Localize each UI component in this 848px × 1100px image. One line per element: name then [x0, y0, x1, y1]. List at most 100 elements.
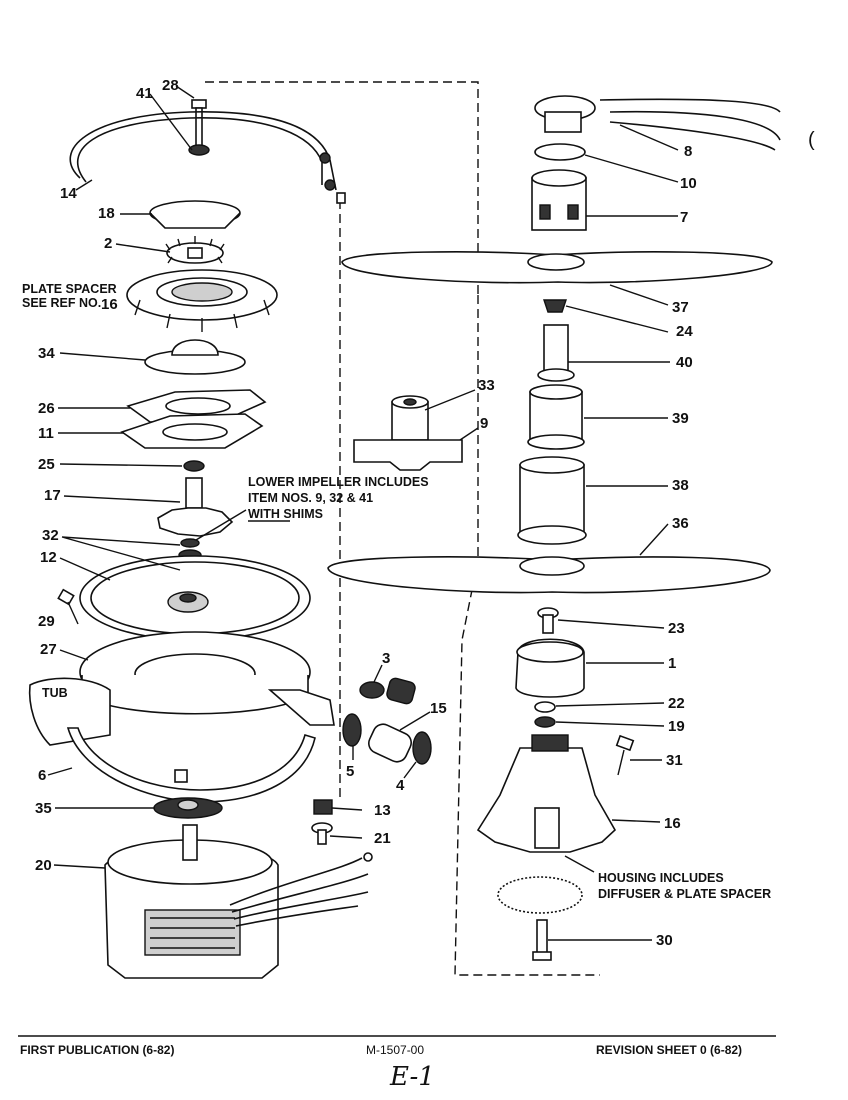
plate-9	[353, 439, 463, 471]
callout-29: 29	[38, 613, 55, 630]
callout-32: 32	[42, 527, 59, 544]
assembly-boundary	[205, 81, 600, 976]
callout-27: 27	[40, 641, 57, 658]
tube-40	[537, 324, 575, 382]
callout-16-housing: 16	[664, 815, 681, 832]
bolt-28	[191, 99, 207, 147]
callout-1: 1	[668, 655, 676, 672]
callout-26: 26	[38, 400, 55, 417]
cover-34	[144, 339, 246, 375]
gasket-11	[120, 413, 264, 449]
bracket-6	[66, 727, 316, 803]
callout-3: 3	[382, 650, 390, 667]
callout-33: 33	[478, 377, 495, 394]
footer: FIRST PUBLICATION (6-82) M-1507-00 REVIS…	[18, 1035, 776, 1092]
washer-22	[534, 701, 556, 713]
callout-2: 2	[104, 235, 112, 252]
washer-25	[183, 460, 205, 472]
base-plate-27	[79, 631, 335, 726]
lower-impeller-17	[157, 477, 234, 537]
callout-12: 12	[40, 549, 57, 566]
callout-35: 35	[35, 800, 52, 817]
cap-18	[149, 200, 241, 229]
callout-10: 10	[680, 175, 697, 192]
callout-34: 34	[38, 345, 55, 362]
notes: PLATE SPACER SEE REF NO. LOWER IMPELLER …	[22, 129, 815, 901]
tube-38	[517, 456, 587, 545]
star-impeller-2	[165, 236, 225, 264]
callout-20: 20	[35, 857, 52, 874]
callout-22: 22	[668, 695, 685, 712]
screw-23	[537, 607, 559, 634]
callout-28: 28	[162, 77, 179, 94]
tube-39	[527, 384, 585, 450]
callout-21: 21	[374, 830, 391, 847]
ring-10	[534, 143, 586, 161]
callout-36: 36	[672, 515, 689, 532]
callout-25: 25	[38, 456, 55, 473]
bolt-30	[532, 919, 552, 961]
callout-30: 30	[656, 932, 673, 949]
callout-labels: 28 41 14 18 2 16 34 26 11 25 17 32 12 29…	[35, 77, 697, 949]
impeller-note-line1: LOWER IMPELLER INCLUDES	[248, 475, 429, 489]
tub-label: TUB	[42, 686, 68, 700]
housing-note-line1: HOUSING INCLUDES	[598, 871, 724, 885]
screw-21	[311, 822, 333, 845]
lower-spray-arm-36	[327, 556, 771, 594]
callout-14: 14	[60, 185, 77, 202]
callout-5: 5	[346, 763, 354, 780]
callout-31: 31	[666, 752, 683, 769]
impeller-note-line2: ITEM NOS. 9, 32 & 41	[248, 491, 373, 505]
tub-section	[28, 677, 111, 746]
footer-first-publication: FIRST PUBLICATION (6-82)	[20, 1043, 174, 1057]
footer-doc-number: M-1507-00	[366, 1043, 424, 1057]
plate-spacer-note-line1: PLATE SPACER	[22, 282, 117, 296]
upper-spray-arm-37	[341, 251, 773, 284]
callout-24: 24	[676, 323, 693, 340]
bolt-31	[615, 734, 635, 776]
nut-13	[313, 799, 333, 815]
callout-37: 37	[672, 299, 689, 316]
callout-15: 15	[430, 700, 447, 717]
callout-16-plate: 16	[101, 296, 118, 313]
callout-40: 40	[676, 354, 693, 371]
callout-11: 11	[38, 425, 54, 442]
clamp-3	[359, 681, 385, 699]
bolt-29	[57, 588, 79, 625]
callout-4: 4	[396, 777, 405, 794]
bearing-7	[531, 169, 587, 231]
diffuser-1	[515, 638, 585, 698]
callout-8: 8	[684, 143, 692, 160]
clamp-4	[412, 731, 432, 765]
callout-23: 23	[668, 620, 685, 637]
hose-upper	[386, 677, 416, 705]
callout-41: 41	[136, 85, 153, 102]
leader-lines	[47, 85, 679, 941]
footer-revision: REVISION SHEET 0 (6-82)	[596, 1043, 742, 1057]
callout-17: 17	[44, 487, 61, 504]
callout-7: 7	[680, 209, 688, 226]
footer-handwritten-mark: E-1	[389, 1062, 435, 1092]
seal-ring-12	[79, 555, 311, 641]
paren-mark: (	[808, 129, 815, 151]
callout-38: 38	[672, 477, 689, 494]
shim-32a	[180, 538, 200, 548]
bushing-33	[391, 395, 429, 441]
washer-19	[534, 716, 556, 728]
housing-16	[476, 734, 617, 853]
slinger-35	[153, 797, 223, 819]
diffuser-screen	[497, 876, 583, 914]
nut-24	[543, 299, 567, 313]
washer-41	[188, 144, 210, 156]
callout-9: 9	[480, 415, 488, 432]
callout-6: 6	[38, 767, 46, 784]
callout-18: 18	[98, 205, 115, 222]
inlet-tube-8	[534, 95, 781, 151]
plate-spacer-note-line2: SEE REF NO.	[22, 296, 101, 310]
plate-spacer	[126, 269, 278, 332]
housing-note-line2: DIFFUSER & PLATE SPACER	[598, 887, 771, 901]
hose-15	[368, 723, 412, 763]
clamp-5	[342, 713, 362, 747]
callout-13: 13	[374, 802, 391, 819]
